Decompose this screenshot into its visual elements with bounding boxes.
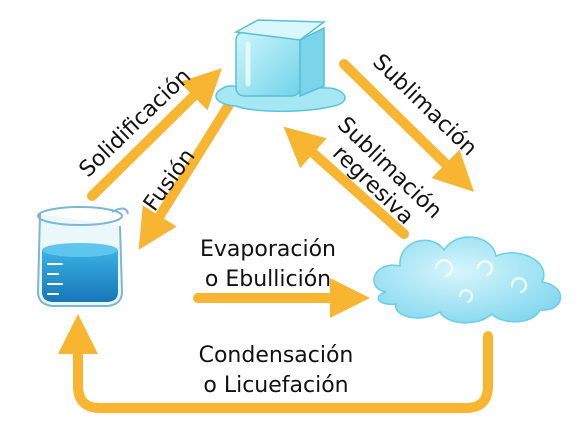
fusion-arrow: [138, 95, 237, 250]
condensation-arrow: [58, 313, 493, 413]
solidification-arrow: [87, 68, 222, 201]
water-beaker-icon: [36, 206, 129, 307]
label-evaporacion-line1: Evaporación: [200, 237, 336, 262]
reverse-sublimation-arrow: [283, 126, 409, 239]
sublimation-arrow: [339, 59, 474, 192]
label-evaporacion-line2: o Ebullición: [205, 267, 331, 292]
cloud-icon: [373, 236, 562, 324]
arrows: [58, 59, 493, 413]
label-condensacion-line2: o Licuefación: [203, 373, 348, 398]
ice-cube-icon: [215, 19, 346, 113]
label-condensacion-line1: Condensación: [199, 343, 354, 368]
